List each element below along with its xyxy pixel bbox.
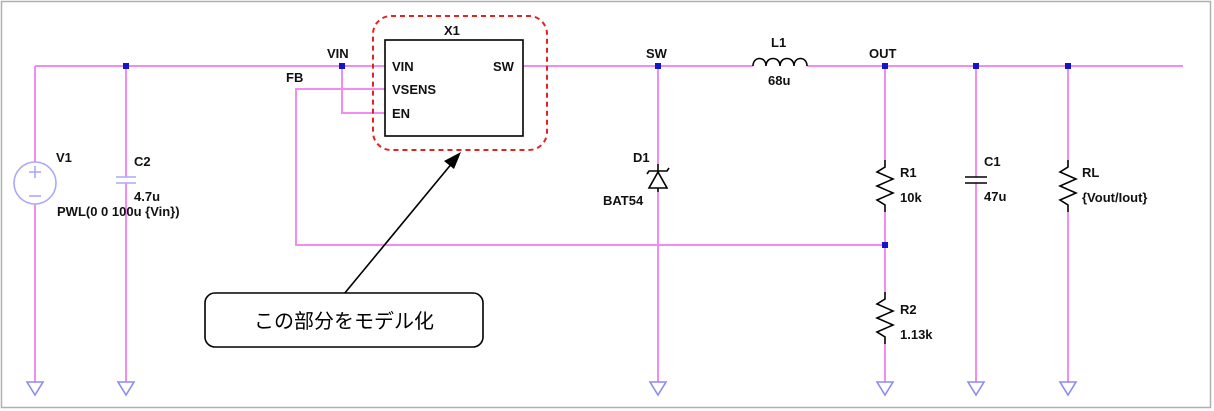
x1-body bbox=[384, 39, 524, 137]
c2-ref-label: C2 bbox=[134, 154, 151, 169]
net-label-out: OUT bbox=[869, 46, 897, 61]
r2-value-label: 1.13k bbox=[900, 327, 933, 342]
rl-value-label: {Vout/Iout} bbox=[1082, 190, 1147, 205]
c1-capacitor: C1 47u bbox=[965, 154, 1006, 204]
c1-ref-label: C1 bbox=[984, 154, 1001, 169]
l1-coil bbox=[752, 57, 808, 67]
x1-subcircuit: X1 VIN VSENS EN SW bbox=[372, 15, 548, 151]
junction-dot bbox=[339, 63, 345, 69]
c2-capacitor: C2 4.7u bbox=[116, 154, 160, 204]
v1-symbol bbox=[13, 161, 57, 205]
rl-ref-label: RL bbox=[1082, 165, 1099, 180]
junction-dot bbox=[655, 63, 661, 69]
junction-dot bbox=[123, 63, 129, 69]
junction-dot bbox=[1065, 63, 1071, 69]
v1-source: V1 PWL(0 0 100u {Vin}) bbox=[13, 150, 180, 219]
r1-zigzag bbox=[875, 160, 895, 212]
net-label-fb: FB bbox=[286, 70, 303, 85]
d1-value-label: BAT54 bbox=[603, 193, 644, 208]
c2-value-label: 4.7u bbox=[134, 189, 160, 204]
ground-symbol bbox=[966, 381, 986, 397]
v1-ref-label: V1 bbox=[56, 150, 72, 165]
junction-dot bbox=[973, 63, 979, 69]
wire-en-tie bbox=[341, 66, 385, 114]
r2-ref-label: R2 bbox=[900, 302, 917, 317]
c1-value-label: 47u bbox=[984, 189, 1006, 204]
d1-triangle bbox=[647, 170, 669, 189]
wire-fb bbox=[295, 88, 885, 246]
junction-dot bbox=[882, 242, 888, 248]
callout: この部分をモデル化 bbox=[204, 152, 484, 348]
x1-ref-label: X1 bbox=[444, 23, 460, 38]
net-label-sw: SW bbox=[646, 46, 668, 61]
callout-arrow-line bbox=[343, 161, 454, 295]
x1-highlight-box bbox=[372, 15, 548, 151]
rl-resistor: RL {Vout/Iout} bbox=[1058, 160, 1147, 212]
d1-diode: D1 BAT54 bbox=[603, 150, 670, 208]
net-label-vin: VIN bbox=[327, 46, 349, 61]
r1-ref-label: R1 bbox=[900, 165, 917, 180]
x1-pin-vsens: VSENS bbox=[392, 82, 436, 97]
junction-dot bbox=[882, 63, 888, 69]
ground-symbol bbox=[116, 381, 136, 397]
ground-symbol bbox=[1058, 381, 1078, 397]
r2-resistor: R2 1.13k bbox=[875, 292, 933, 344]
ground-symbol bbox=[25, 381, 45, 397]
d1-ref-label: D1 bbox=[633, 150, 650, 165]
r1-resistor: R1 10k bbox=[875, 160, 922, 212]
ground-symbol bbox=[875, 381, 895, 397]
rl-zigzag bbox=[1058, 160, 1078, 212]
grounds bbox=[25, 381, 1078, 397]
l1-value-label: 68u bbox=[768, 73, 790, 88]
x1-pin-en: EN bbox=[392, 106, 410, 121]
l1-ref-label: L1 bbox=[771, 35, 786, 50]
callout-arrow-head bbox=[444, 152, 461, 169]
x1-pin-vin: VIN bbox=[392, 59, 414, 74]
l1-inductor: L1 68u bbox=[752, 35, 808, 88]
junction-dots bbox=[123, 63, 1071, 248]
r2-zigzag bbox=[875, 292, 895, 344]
callout-box bbox=[204, 292, 484, 348]
x1-pin-sw: SW bbox=[493, 59, 515, 74]
ground-symbol bbox=[648, 381, 668, 397]
r1-value-label: 10k bbox=[900, 190, 922, 205]
wires bbox=[34, 65, 1183, 382]
v1-value-label: PWL(0 0 100u {Vin}) bbox=[57, 204, 180, 219]
callout-label: この部分をモデル化 bbox=[254, 309, 434, 333]
